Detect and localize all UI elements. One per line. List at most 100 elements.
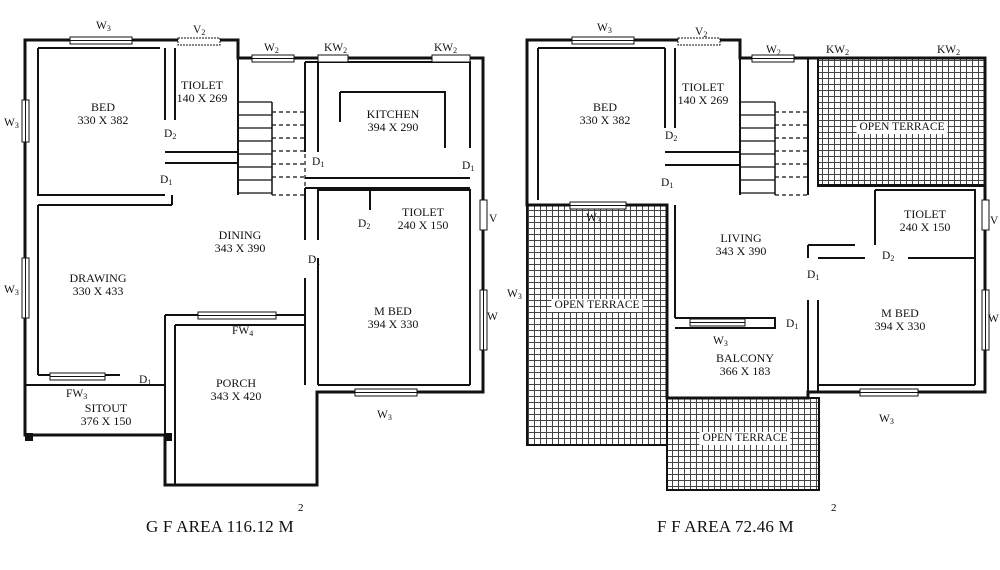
gf-room-drawing-size: 330 X 433 [72, 284, 124, 298]
gf-tag-v-right: V [489, 213, 498, 225]
gf-room-toilet-size: 140 X 269 [176, 91, 228, 105]
ff-area-superscript: 2 [831, 502, 837, 514]
gf-column-left [25, 433, 33, 441]
ff-window-v2 [677, 37, 721, 46]
gf-room-porch-name: PORCH [215, 376, 257, 390]
gf-window-v2 [177, 37, 221, 46]
ff-tag-d1-b: D1 [807, 269, 820, 282]
gf-tag-w2-top: W2 [264, 42, 279, 55]
gf-window-kw2-b [431, 54, 471, 63]
ff-area-text: F F AREA 72.46 M [657, 517, 794, 536]
ff-terraces [526, 57, 986, 491]
gf-room-porch-size: 343 X 420 [210, 389, 262, 403]
gf-room-kitchen-name: KITCHEN [366, 107, 420, 121]
gf-tag-v2-top: V2 [193, 24, 206, 37]
gf-tag-d1-c: D1 [139, 374, 152, 387]
gf-tag-d1-a: D1 [160, 174, 173, 187]
ff-room-living-name: LIVING [720, 231, 762, 245]
gf-room-kitchen-size: 394 X 290 [367, 120, 419, 134]
gf-windows [21, 36, 488, 397]
gf-room-toilet2-name: TIOLET [402, 205, 444, 219]
ff-room-balcony-name: BALCONY [715, 351, 775, 365]
ff-staircase [740, 101, 809, 196]
ff-window-v-right [981, 199, 990, 231]
ff-tag-d1-c: D1 [786, 318, 799, 331]
ff-terrace-label-bottom: OPEN TERRACE [699, 432, 791, 445]
gf-tag-fw3: FW3 [66, 388, 88, 401]
gf-room-drawing-name: DRAWING [69, 271, 127, 285]
ff-windows [569, 36, 990, 397]
gf-room-dining-size: 343 X 390 [214, 241, 266, 255]
ff-tag-v-right: V [990, 215, 999, 227]
ff-room-toilet2-size: 240 X 150 [899, 220, 951, 234]
gf-window-v-right [479, 199, 488, 231]
ff-room-toilet-size: 140 X 269 [677, 93, 729, 107]
ff-room-mbed-size: 394 X 330 [874, 319, 926, 333]
gf-tag-d1-kitchen-right: D1 [462, 160, 475, 173]
gf-tag-fw4: FW4 [232, 325, 254, 338]
ff-tag-d1-a: D1 [661, 177, 674, 190]
gf-room-sitout-name: SITOUT [84, 401, 128, 415]
ff-tag-w3-mid: W3 [586, 212, 601, 225]
gf-tag-d2-b: D2 [358, 218, 371, 231]
ff-terrace-label-top: OPEN TERRACE [856, 121, 948, 134]
gf-tag-w3-left-b: W3 [4, 284, 19, 297]
gf-tag-d1-kitchen-left: D1 [312, 156, 325, 169]
ff-room-bed-name: BED [592, 100, 617, 114]
gf-room-dining-name: DINING [218, 228, 262, 242]
gf-window-kw2-a [317, 54, 349, 63]
gf-tag-d1-b: D1 [308, 254, 321, 267]
gf-room-sitout-size: 376 X 150 [80, 414, 132, 428]
ff-terrace-left [526, 204, 668, 446]
ff-room-balcony-size: 366 X 183 [719, 364, 771, 378]
ff-room-mbed-name: M BED [881, 306, 919, 320]
gf-room-mbed-name: M BED [374, 304, 412, 318]
ff-tag-w-right: W [988, 313, 999, 325]
ff-tag-v2-top: V2 [695, 26, 708, 39]
gf-room-mbed-size: 394 X 330 [367, 317, 419, 331]
gf-room-bed-name: BED [90, 100, 115, 114]
gf-column-right [164, 433, 172, 441]
gf-tag-w3-top: W3 [96, 20, 111, 33]
gf-area-text: G F AREA 116.12 M [146, 517, 294, 536]
ff-tag-w3-left: W3 [507, 288, 522, 301]
ff-tag-w3-top: W3 [597, 22, 612, 35]
gf-tag-w-right: W [487, 311, 498, 323]
ff-room-toilet2-name: TIOLET [904, 207, 946, 221]
gf-tag-w3-left-a: W3 [4, 117, 19, 130]
ff-terrace-label-left: OPEN TERRACE [551, 299, 643, 312]
ff-tag-w3-bottom: W3 [879, 413, 894, 426]
ff-tag-d2-b: D2 [882, 250, 895, 263]
gf-area-superscript: 2 [298, 502, 304, 514]
gf-tag-d2-a: D2 [164, 128, 177, 141]
ff-tag-w2-top: W2 [766, 44, 781, 57]
ff-room-living-size: 343 X 390 [715, 244, 767, 258]
ff-tag-kw2-a: KW2 [826, 44, 850, 57]
ff-tag-kw2-b: KW2 [937, 44, 961, 57]
gf-tag-kw2-a: KW2 [324, 42, 348, 55]
ff-tag-w3-balcony: W3 [713, 335, 728, 348]
gf-area-label: G F AREA 116.12 M [146, 517, 294, 536]
gf-room-toilet2-size: 240 X 150 [397, 218, 449, 232]
gf-staircase [238, 101, 306, 196]
gf-outer-wall [23, 38, 485, 487]
gf-tag-kw2-b: KW2 [434, 42, 458, 55]
gf-room-bed-size: 330 X 382 [77, 113, 129, 127]
gf-room-toilet-name: TIOLET [181, 78, 223, 92]
